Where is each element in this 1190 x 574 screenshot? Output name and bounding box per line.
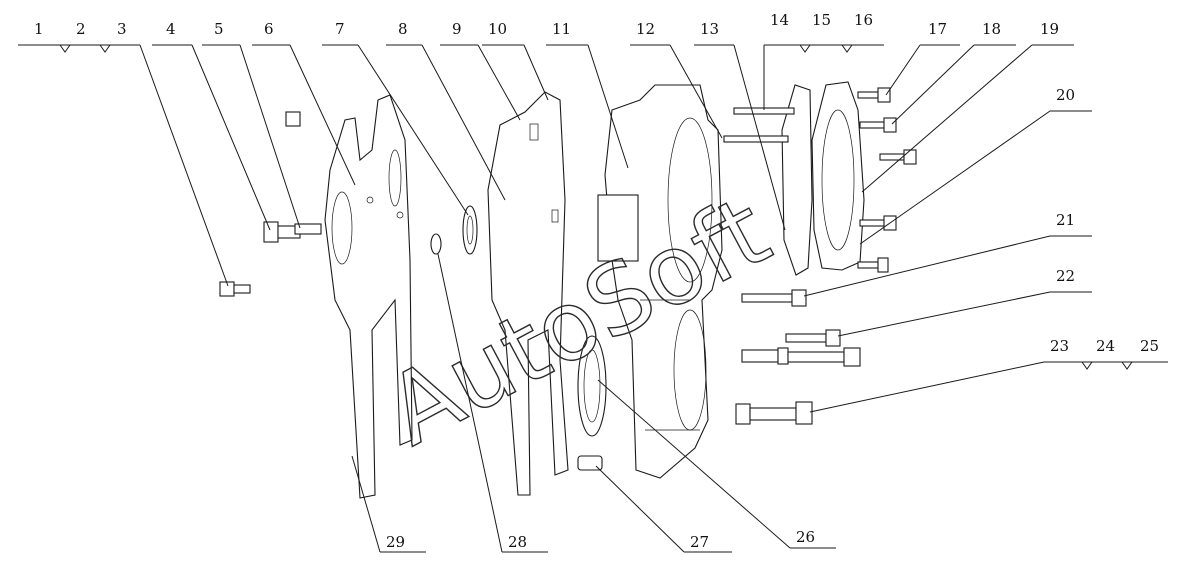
ring-7 [462, 205, 478, 255]
callout-28: 28 [508, 533, 527, 551]
callout-23: 23 [1050, 337, 1069, 355]
callout-7: 7 [335, 20, 345, 38]
callout-25: 25 [1140, 337, 1159, 355]
ring-28 [430, 233, 442, 255]
callout-3: 3 [117, 20, 127, 38]
gasket-10 [487, 91, 569, 496]
callout-24: 24 [1096, 337, 1115, 355]
callout-13: 13 [700, 20, 719, 38]
callout-16: 16 [854, 11, 873, 29]
callout-2: 2 [76, 20, 86, 38]
gasket-13 [781, 84, 813, 276]
housing-11 [604, 84, 723, 479]
callout-5: 5 [214, 20, 224, 38]
bolt-12 [723, 135, 789, 143]
callout-labels: 1 2 3 4 5 6 7 8 9 10 11 12 13 14 15 16 1… [34, 11, 1159, 551]
callout-22: 22 [1056, 267, 1075, 285]
callout-19: 19 [1040, 20, 1059, 38]
bolt-5 [285, 111, 322, 235]
callout-27: 27 [690, 533, 709, 551]
callout-17: 17 [928, 20, 947, 38]
callout-11: 11 [552, 20, 571, 38]
callout-12: 12 [636, 20, 655, 38]
bolts-17-20 [857, 87, 917, 273]
callout-10: 10 [488, 20, 507, 38]
callout-26: 26 [796, 528, 815, 546]
watermark-text: AutoSoft [370, 175, 787, 467]
callout-18: 18 [982, 20, 1001, 38]
callout-20: 20 [1056, 86, 1075, 104]
callout-4: 4 [166, 20, 176, 38]
callout-8: 8 [398, 20, 408, 38]
callout-9: 9 [452, 20, 462, 38]
bolt-3 [219, 281, 251, 297]
callout-6: 6 [264, 20, 274, 38]
cover-16 [811, 81, 865, 271]
callout-1: 1 [34, 20, 44, 38]
plate-29 [324, 94, 413, 499]
callout-21: 21 [1056, 211, 1075, 229]
bolts-21-25 [735, 289, 861, 425]
leader-lines [18, 44, 1168, 553]
seal-26 [577, 335, 607, 437]
parts-drawing [219, 81, 917, 499]
callout-29: 29 [386, 533, 405, 551]
callout-15: 15 [812, 11, 831, 29]
callout-14: 14 [770, 11, 789, 29]
